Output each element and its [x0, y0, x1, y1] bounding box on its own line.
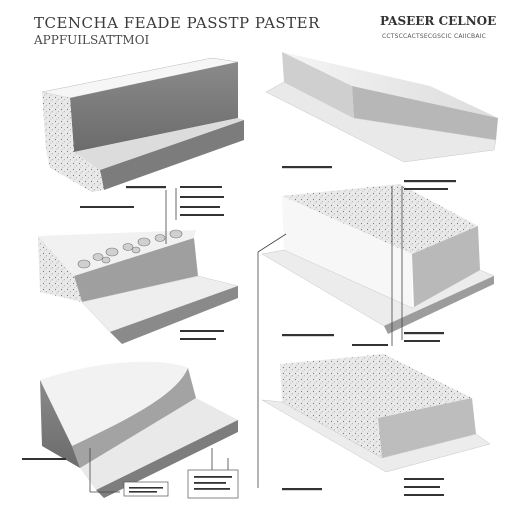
profile-block-curved: [40, 361, 238, 498]
profile-block-flat-slab: [265, 52, 498, 163]
profile-block-speckled: [261, 354, 491, 473]
callout-leader-lines: [89, 186, 403, 493]
callout-labels: [22, 166, 456, 496]
annotation-box-center: [187, 469, 239, 499]
diagram-subtitle: APPFUILSATTMOI: [34, 33, 150, 47]
aggregate-stones: [77, 229, 183, 269]
profile-block-stepped-beam: [41, 57, 244, 192]
diagram-title: TCENCHA FEADE PASSTP PASTER: [34, 14, 320, 32]
profile-block-bevel: [261, 184, 495, 334]
panel-subtitle-right: CCTSCCACTSECGSCIC CAIICBAIC: [382, 33, 486, 40]
panel-title-right: PASEER CELNOE: [380, 14, 497, 28]
annotation-box-left: [123, 481, 169, 497]
profile-block-aggregate: [38, 229, 239, 344]
